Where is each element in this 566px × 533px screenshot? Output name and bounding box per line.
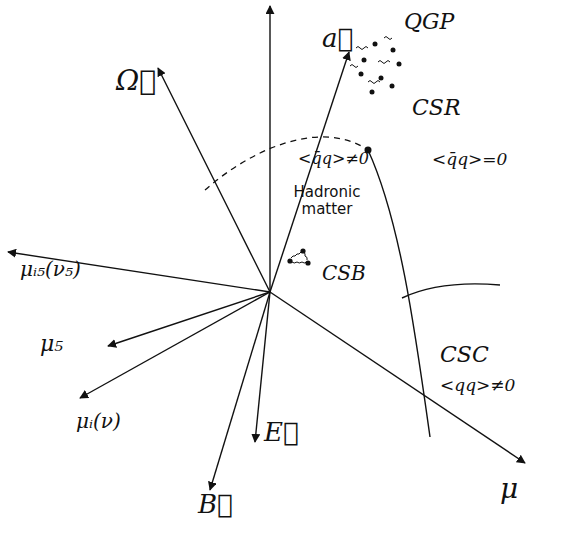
condensate-label: <qq>≠0 bbox=[440, 376, 515, 395]
axis-label: B⃗ bbox=[198, 490, 233, 519]
crossover-line bbox=[205, 137, 368, 190]
isospin-axis bbox=[80, 292, 270, 398]
axis-label: μ₅ bbox=[40, 332, 63, 356]
axis-label: a⃗ bbox=[322, 24, 353, 53]
condensate-label: <q̄q>=0 bbox=[432, 150, 507, 169]
rotation-axis bbox=[158, 68, 270, 292]
qgp-particles bbox=[359, 42, 402, 95]
axis-label: μᵢ(ν) bbox=[76, 410, 121, 432]
axis-label: Ω⃗ bbox=[116, 66, 156, 97]
axis-label: μ bbox=[500, 474, 518, 505]
csc-boundary bbox=[402, 284, 500, 298]
phase-label: Hadronic matter bbox=[284, 184, 370, 217]
axis-label: E⃗ bbox=[264, 418, 299, 447]
phase-label: CSC bbox=[440, 343, 489, 367]
axis-label: μᵢ₅(ν₅) bbox=[20, 258, 81, 280]
phase-label: CSB bbox=[322, 262, 366, 284]
phase-label: CSR bbox=[412, 96, 460, 120]
magnetic-axis bbox=[210, 292, 270, 490]
baryon-chemical-potential-axis bbox=[270, 292, 525, 463]
hadron-icon bbox=[287, 248, 310, 265]
phase-boundary bbox=[368, 150, 430, 437]
acceleration-axis bbox=[270, 52, 349, 292]
qgp-gluons bbox=[350, 37, 392, 84]
phase-label: QGP bbox=[404, 10, 454, 34]
condensate-label: <q̄q>≠0 bbox=[298, 150, 369, 168]
chiral-isospin-axis bbox=[8, 252, 270, 292]
